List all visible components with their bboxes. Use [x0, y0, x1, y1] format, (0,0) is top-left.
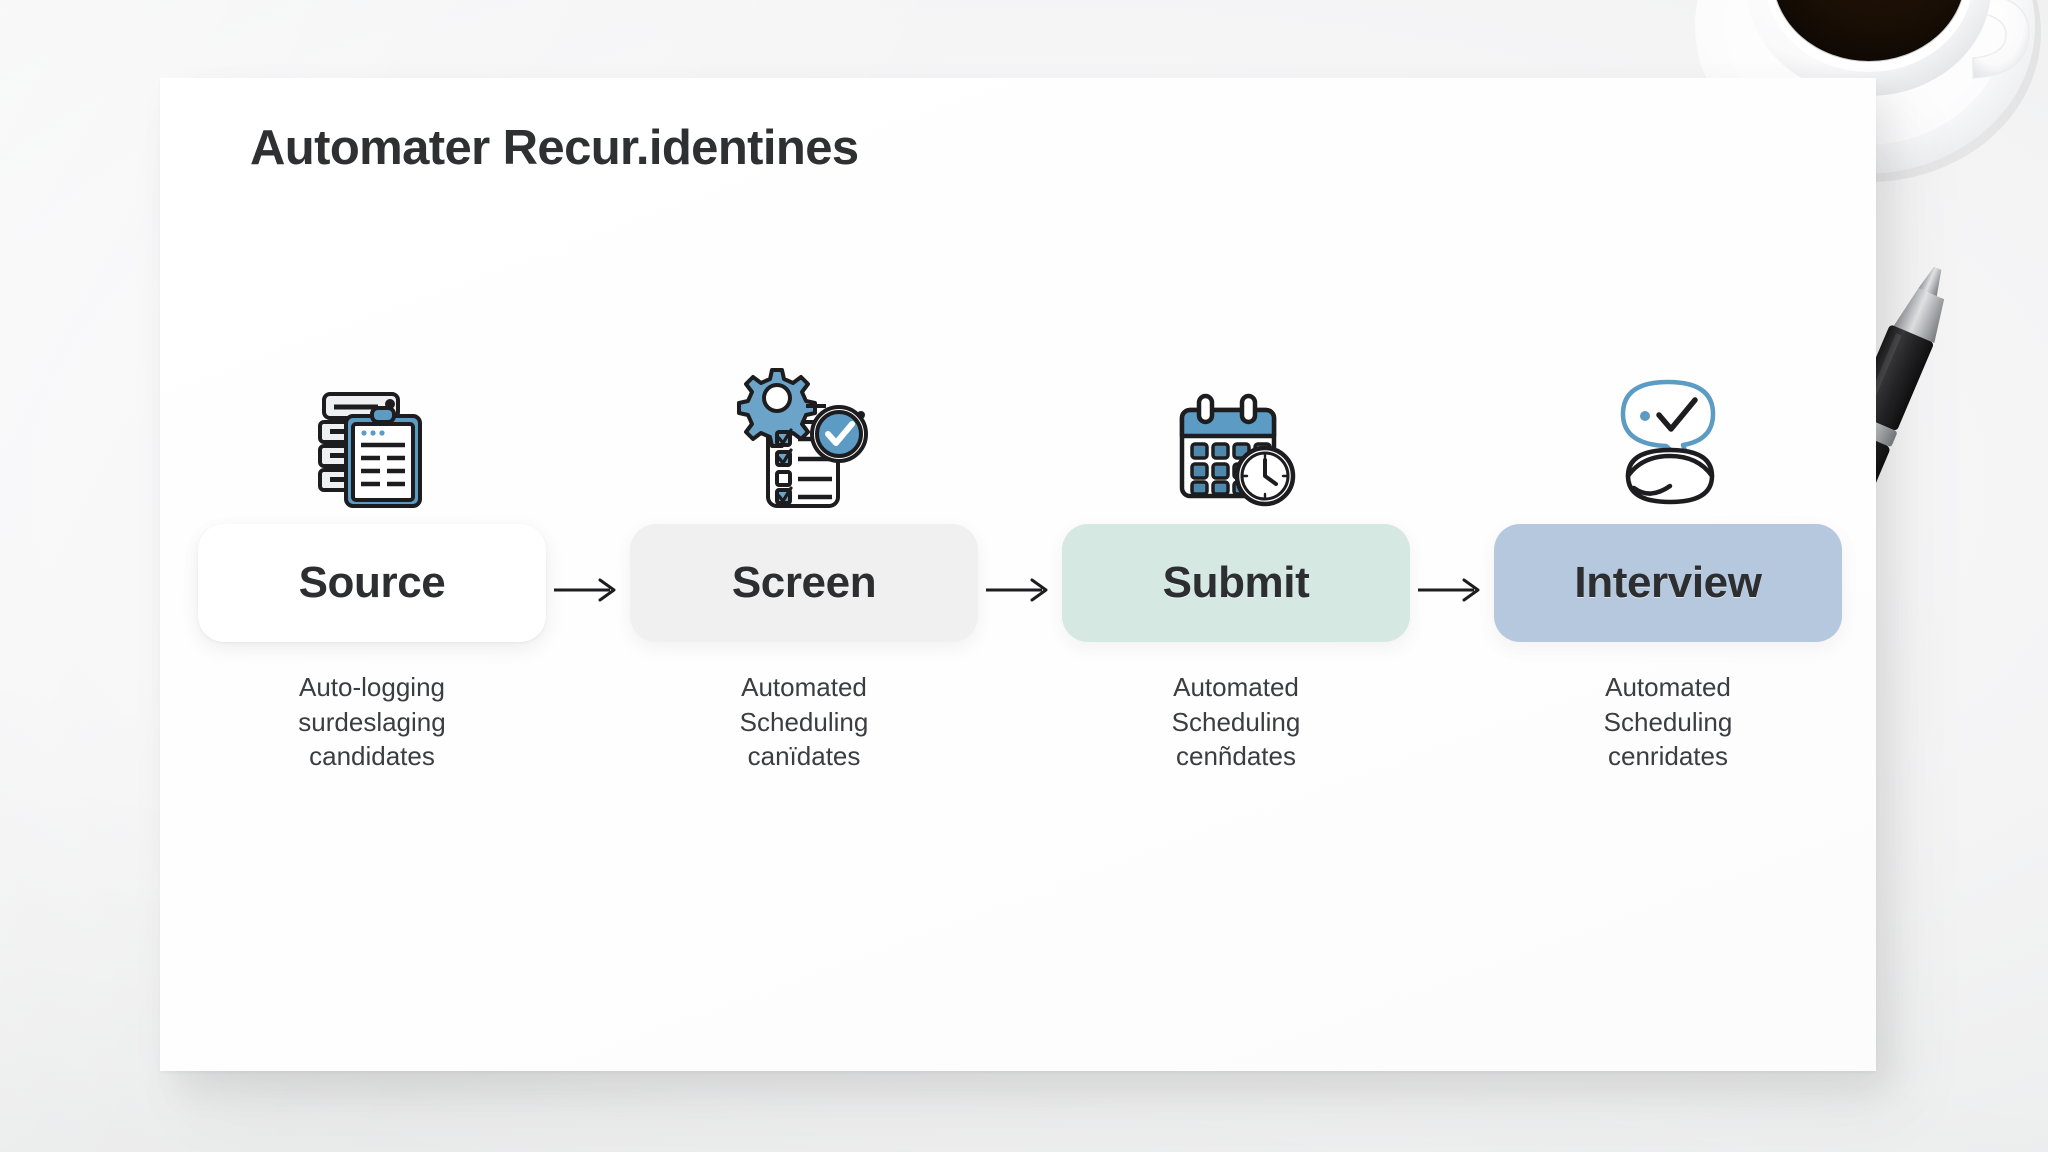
- flow-step-source[interactable]: Source Auto-logging surdeslaging candida…: [198, 378, 546, 774]
- caption-line: Scheduling: [1603, 706, 1733, 737]
- caption-line: cenridates: [1608, 741, 1728, 772]
- caption-line: Auto-logging: [299, 672, 445, 702]
- step-chip-source[interactable]: Source: [198, 524, 546, 642]
- arrow-source-to-screen: [546, 524, 630, 656]
- caption-line: canïdates: [747, 741, 861, 772]
- caption-line: Automated: [1605, 672, 1731, 702]
- caption-line: Scheduling: [739, 706, 869, 737]
- pen: [1787, 252, 2048, 584]
- clipboard-documents-icon: [292, 378, 452, 510]
- flow-step-submit[interactable]: Submit Automated Scheduling cenñdates: [1062, 378, 1410, 774]
- paper-slide: Automater Recur.identines: [160, 78, 1876, 1071]
- step-chip-interview[interactable]: Interview: [1494, 524, 1842, 642]
- gear-checklist-check-icon: [724, 368, 884, 510]
- step-caption-submit: Automated Scheduling cenñdates: [1111, 670, 1361, 774]
- caption-line: cenñdates: [1176, 741, 1296, 772]
- step-chip-submit[interactable]: Submit: [1062, 524, 1410, 642]
- caption-line: surdeslaging: [298, 706, 446, 737]
- caption-line: Automated: [1173, 672, 1299, 702]
- speech-bubbles-check-icon: [1588, 378, 1748, 510]
- step-caption-interview: Automated Scheduling cenridates: [1543, 670, 1793, 774]
- caption-line: Automated: [741, 672, 867, 702]
- process-flow: Source Auto-logging surdeslaging candida…: [198, 368, 1842, 774]
- caption-line: Scheduling: [1171, 706, 1301, 737]
- step-caption-source: Auto-logging surdeslaging candidates: [247, 670, 497, 774]
- page-title: Automater Recur.identines: [250, 121, 859, 175]
- arrow-submit-to-interview: [1410, 524, 1494, 656]
- flow-step-interview[interactable]: Interview Automated Scheduling cenridate…: [1494, 378, 1842, 774]
- calendar-clock-icon: [1156, 378, 1316, 510]
- flow-step-screen[interactable]: Screen Automated Scheduling canïdates: [630, 368, 978, 774]
- arrow-screen-to-submit: [978, 524, 1062, 656]
- step-caption-screen: Automated Scheduling canïdates: [679, 670, 929, 774]
- step-chip-screen[interactable]: Screen: [630, 524, 978, 642]
- caption-line: candidates: [309, 741, 435, 772]
